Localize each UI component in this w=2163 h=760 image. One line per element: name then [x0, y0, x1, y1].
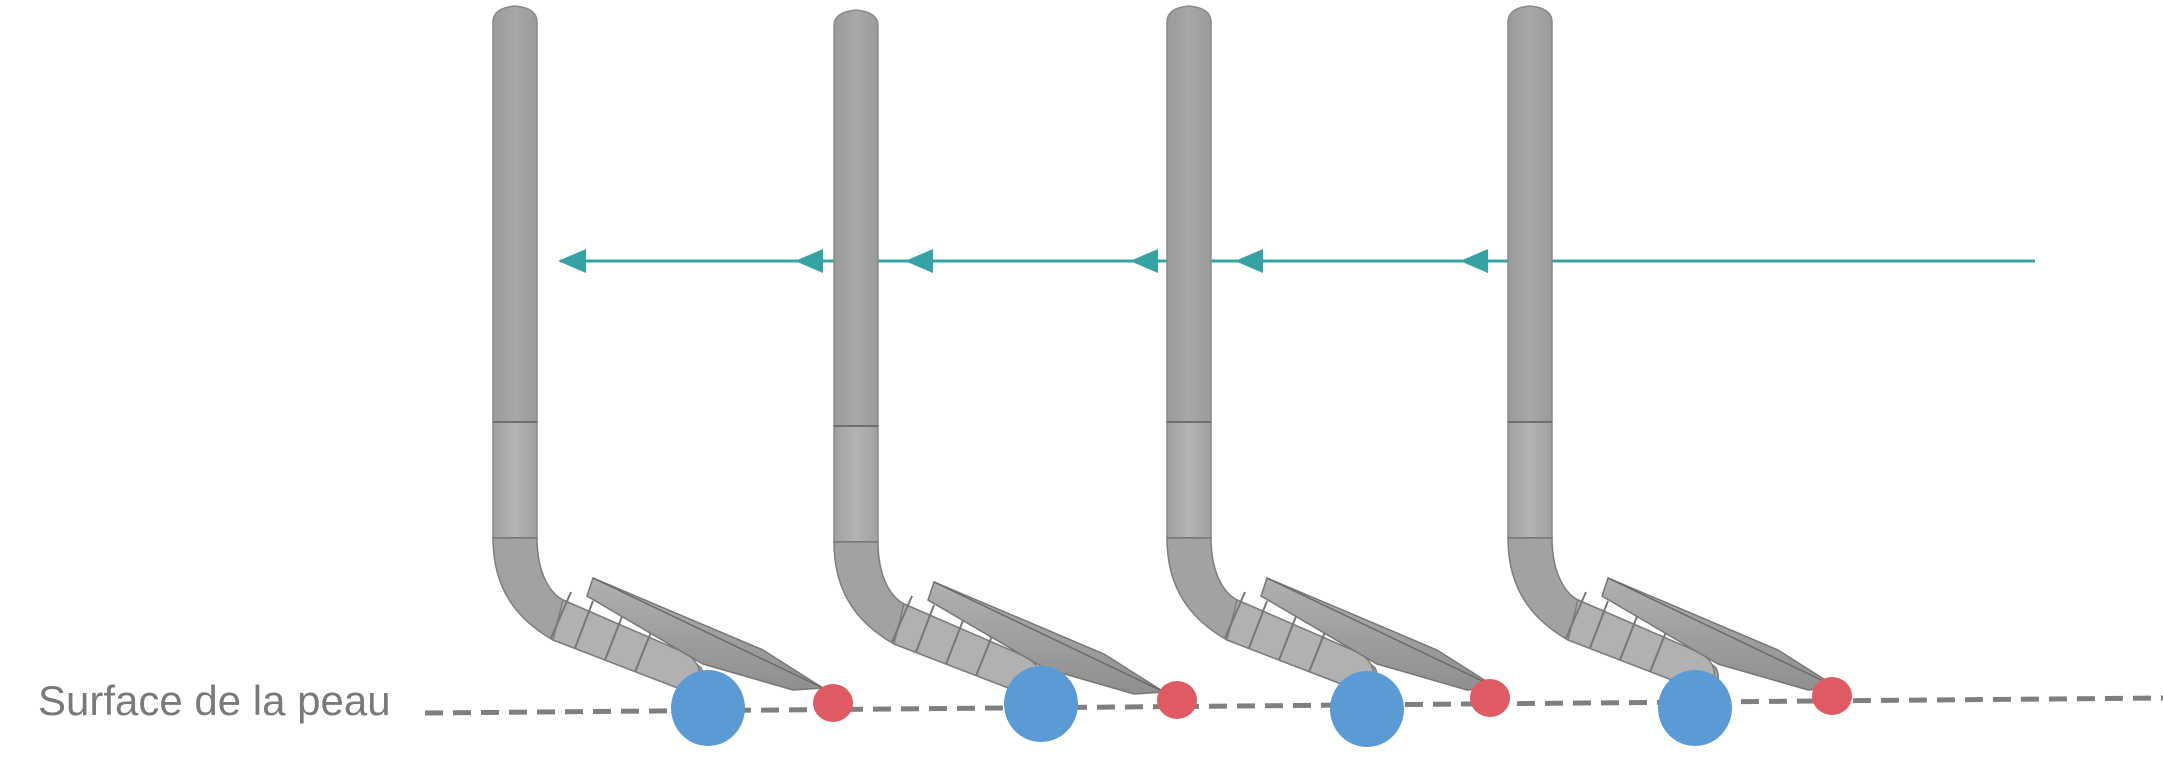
arrow-left-icon [795, 249, 823, 273]
arrow-left-icon [558, 249, 586, 273]
red-circle-icon [1470, 679, 1510, 717]
red-circle-icon [1812, 677, 1852, 715]
skin-surface-label: Surface de la peau [38, 677, 391, 724]
blue-circle-icon [1004, 666, 1078, 742]
scraper-instrument-icon [1166, 5, 1498, 693]
scraper-instrument-icon [492, 5, 824, 693]
scraper-instrument-icon [833, 9, 1165, 697]
blue-circle-icon [671, 670, 745, 746]
blue-circle-icon [1330, 671, 1404, 747]
red-circle-icon [813, 684, 853, 722]
red-circle-icon [1157, 681, 1197, 719]
blue-circle-icon [1658, 670, 1732, 746]
arrow-left-icon [1460, 249, 1488, 273]
arrow-left-icon [1235, 249, 1263, 273]
arrow-left-icon [905, 249, 933, 273]
scraper-instrument-icon [1507, 5, 1839, 693]
arrow-left-icon [1130, 249, 1158, 273]
